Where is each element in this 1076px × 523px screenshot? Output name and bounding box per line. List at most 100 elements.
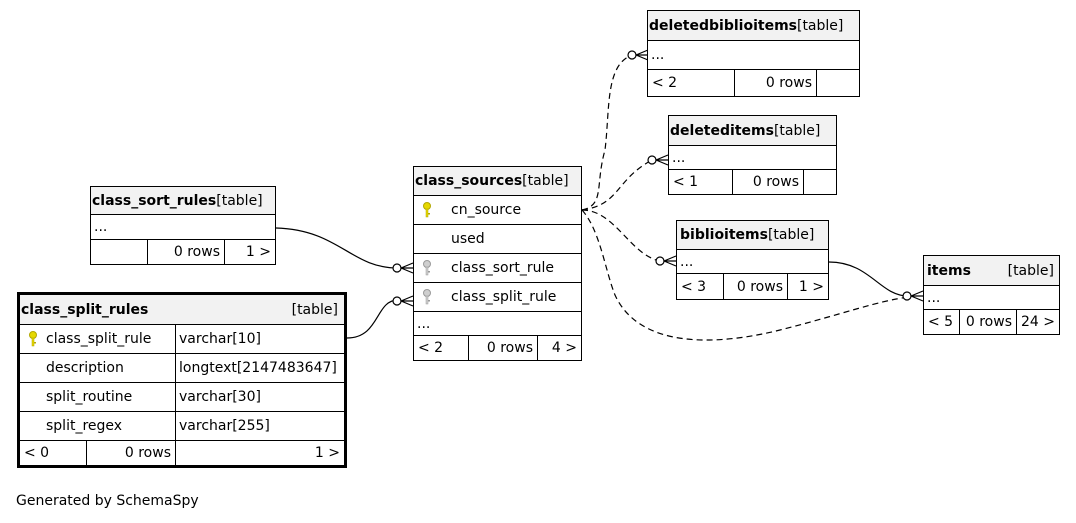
optional-marker: [627, 50, 637, 60]
optional-marker: [647, 155, 657, 165]
row-count: 0 rows: [147, 240, 224, 264]
optional-marker: [392, 263, 402, 273]
table-type: [table]: [767, 227, 815, 243]
summary-row: < 2 0 rows 4 >: [414, 336, 581, 360]
table-name: items: [927, 262, 971, 279]
link-class-sources-to-deletedbiblioitems: [581, 54, 633, 211]
link-class-sources-to-biblioitems: [581, 209, 661, 262]
column-row[interactable]: used: [414, 225, 581, 254]
ellipsis-row: ...: [648, 41, 859, 70]
optional-marker: [392, 296, 402, 306]
children-count: 1 >: [175, 441, 344, 465]
column-name: class_split_rule: [451, 289, 557, 305]
table-deleteditems[interactable]: deleteditems [table] ... < 1 0 rows: [668, 115, 837, 195]
table-biblioitems[interactable]: biblioitems [table] ... < 3 0 rows 1 >: [676, 220, 829, 300]
link-class-sources-to-items: [581, 209, 911, 341]
generator-credit: Generated by SchemaSpy: [16, 493, 199, 509]
parents-count: < 0: [24, 445, 50, 461]
foreign-key-icon: [414, 289, 440, 305]
ellipsis-text: ...: [927, 289, 941, 306]
column-row[interactable]: class_split_rule: [414, 283, 581, 312]
row-count: 0 rows: [468, 336, 537, 360]
table-header: class_sources [table]: [414, 167, 581, 196]
row-count: 0 rows: [732, 170, 803, 194]
summary-row: < 3 0 rows 1 >: [677, 274, 828, 299]
column-row[interactable]: class_sort_rule: [414, 254, 581, 283]
children-count: 24 >: [1016, 310, 1059, 334]
ellipsis-text: ...: [672, 149, 686, 166]
column-row[interactable]: split_routine varchar[30]: [20, 383, 344, 412]
table-name: class_sources: [415, 173, 523, 189]
summary-row: < 2 0 rows: [648, 70, 859, 96]
column-name: class_split_rule: [46, 331, 152, 347]
children-count: 1 >: [787, 274, 828, 299]
ellipsis-text: ...: [651, 47, 665, 63]
summary-row: < 5 0 rows 24 >: [924, 310, 1059, 334]
ellipsis-row: ...: [677, 250, 828, 274]
column-name: split_regex: [46, 418, 123, 434]
column-type: varchar[10]: [175, 325, 344, 353]
table-class-sort-rules[interactable]: class_sort_rules [table] ... 0 rows 1 >: [90, 186, 276, 265]
ellipsis-row: ...: [414, 312, 581, 336]
table-deletedbiblioitems[interactable]: deletedbiblioitems [table] ... < 2 0 row…: [647, 10, 860, 97]
children-count: 1 >: [224, 240, 275, 264]
link-class-sort-rules-to-class-sources: [275, 227, 399, 269]
table-name: biblioitems: [680, 227, 768, 243]
table-type: [table]: [773, 122, 821, 139]
column-row[interactable]: split_regex varchar[255]: [20, 412, 344, 441]
ellipsis-text: ...: [94, 219, 108, 235]
row-count: 0 rows: [723, 274, 787, 299]
children-count: [803, 170, 836, 194]
row-count: 0 rows: [959, 310, 1016, 334]
crowfoot-marker: [655, 154, 669, 166]
column-type: varchar[30]: [175, 383, 344, 411]
table-name: deleteditems: [670, 122, 774, 139]
link-class-sources-to-deleteditems: [581, 159, 653, 211]
crowfoot-marker: [400, 295, 414, 307]
crowfoot-marker: [663, 255, 677, 267]
table-name: deletedbiblioitems: [649, 17, 797, 34]
column-row[interactable]: cn_source: [414, 196, 581, 225]
link-biblioitems-to-items: [828, 261, 909, 297]
table-class-split-rules[interactable]: class_split_rules [table] class_split_ru…: [17, 292, 347, 468]
link-class-split-rules-to-class-sources: [346, 299, 399, 339]
ellipsis-row: ...: [669, 146, 836, 170]
parents-count: [91, 240, 147, 264]
table-type: [table]: [291, 301, 338, 318]
primary-key-icon: [20, 331, 46, 347]
table-type: [table]: [1007, 262, 1054, 279]
parents-count: < 2: [652, 75, 678, 91]
table-type: [table]: [522, 173, 569, 189]
column-row[interactable]: class_split_rule varchar[10]: [20, 325, 344, 354]
table-header: class_sort_rules [table]: [91, 187, 275, 215]
summary-row: < 1 0 rows: [669, 170, 836, 194]
foreign-key-icon: [414, 260, 440, 276]
table-header: items [table]: [924, 256, 1059, 286]
table-header: deleteditems [table]: [669, 116, 836, 146]
crowfoot-marker: [400, 262, 414, 274]
ellipsis-text: ...: [417, 315, 431, 332]
column-name: cn_source: [451, 202, 522, 218]
table-type: [table]: [796, 17, 844, 34]
children-count: [816, 70, 859, 96]
parents-count: < 5: [928, 314, 954, 330]
crowfoot-marker: [635, 49, 649, 61]
primary-key-icon: [414, 202, 440, 218]
table-header: class_split_rules [table]: [20, 295, 344, 325]
table-type: [table]: [216, 192, 263, 209]
column-type: longtext[2147483647]: [175, 354, 344, 382]
optional-marker: [655, 256, 665, 266]
column-row[interactable]: description longtext[2147483647]: [20, 354, 344, 383]
optional-marker: [902, 291, 912, 301]
row-count: 0 rows: [734, 70, 816, 96]
table-class-sources[interactable]: class_sources [table] cn_source used cla…: [413, 166, 582, 361]
table-name: class_split_rules: [21, 301, 149, 318]
column-name: split_routine: [46, 389, 133, 405]
column-name: description: [46, 360, 124, 376]
table-items[interactable]: items [table] ... < 5 0 rows 24 >: [923, 255, 1060, 335]
children-count: 4 >: [537, 336, 581, 360]
summary-row: < 0 0 rows 1 >: [20, 441, 344, 465]
column-name: class_sort_rule: [451, 260, 554, 276]
crowfoot-marker: [910, 290, 924, 302]
